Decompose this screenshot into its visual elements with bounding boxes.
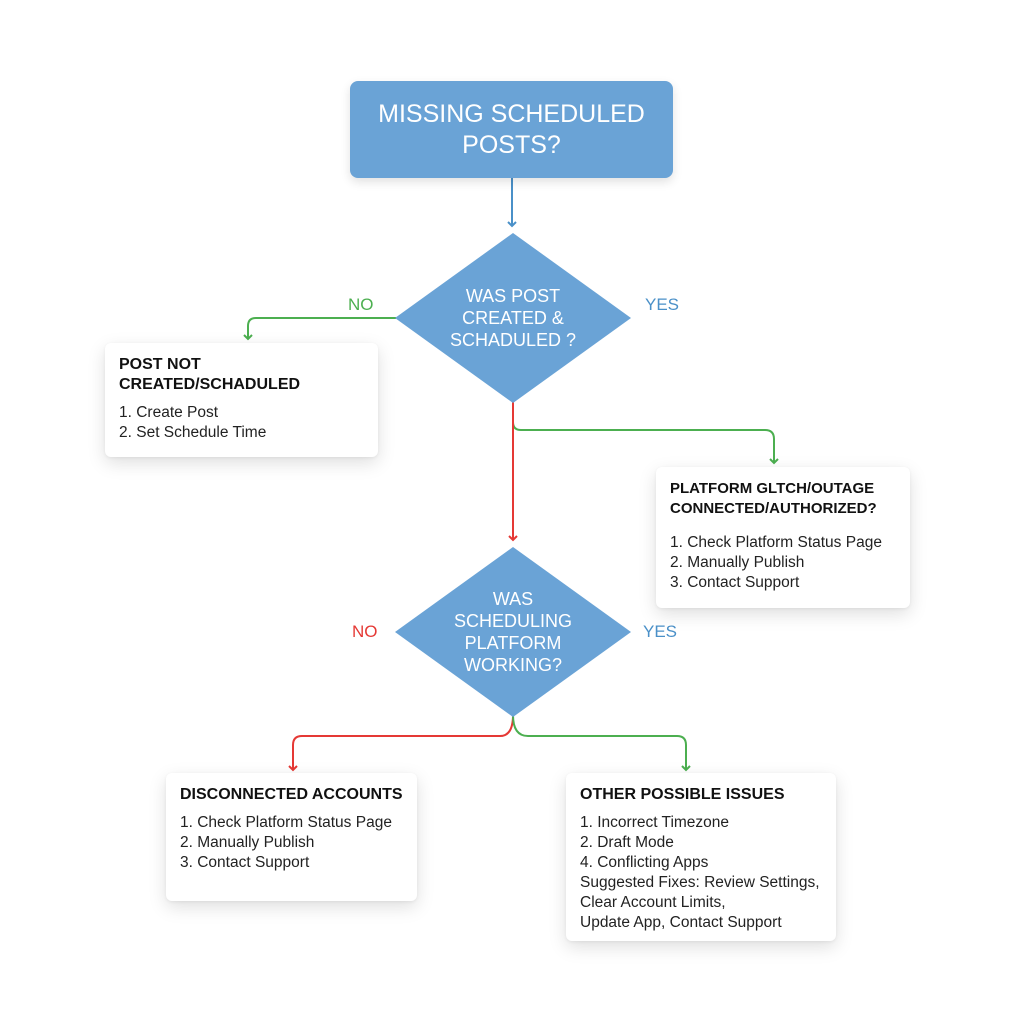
decision1-no-label: NO: [348, 295, 374, 314]
decision2-no-label: NO: [352, 622, 378, 641]
list-item: 2. Draft Mode: [580, 834, 674, 851]
card-title: Platform Gltch/Outage Connected/Authoriz…: [670, 480, 877, 517]
arrow-decision2-to-disconnected: [288, 714, 514, 772]
list-item: 2. Manually Publish: [670, 554, 805, 571]
list-item: 1. Incorrect Timezone: [580, 814, 730, 831]
card-step-list: 1. Check Platform Status Page 2. Manuall…: [180, 813, 403, 873]
list-item: Suggested Fixes: Review Settings,: [580, 874, 820, 891]
list-item: 1. Check Platform Status Page: [670, 534, 882, 551]
decision1-yes-label: YES: [645, 295, 680, 314]
decision2-text: Was Scheduling Platform Working?: [453, 589, 573, 675]
decision-diamond-1: [395, 233, 631, 403]
card-title: Other Possible Issues: [580, 786, 785, 803]
list-item: 1. Check Platform Status Page: [180, 814, 392, 831]
card-step-list: 1. Incorrect Timezone 2. Draft Mode 4. C…: [580, 813, 822, 933]
arrow-decision1-no: [243, 317, 396, 341]
start-node-text: Missing Scheduled Posts?: [378, 99, 645, 159]
list-item: 3. Contact Support: [180, 854, 310, 871]
list-item: 2. Manually Publish: [180, 834, 315, 851]
decision2-yes-label: YES: [643, 622, 678, 641]
list-item: Clear Account Limits,: [580, 894, 726, 911]
card-post-not-created: Post Not Created/Schaduled 1. Create Pos…: [105, 343, 378, 457]
list-item: Update App, Contact Support: [580, 914, 782, 931]
list-item: 1. Create Post: [119, 404, 219, 421]
card-step-list: 1. Create Post 2. Set Schedule Time: [119, 403, 364, 443]
list-item: 2. Set Schedule Time: [119, 424, 267, 441]
card-platform-glitch: Platform Gltch/Outage Connected/Authoriz…: [656, 467, 910, 608]
decision-diamond-2: [395, 547, 631, 717]
list-item: 3. Contact Support: [670, 574, 800, 591]
card-title: Disconnected Accounts: [180, 786, 403, 803]
list-item: 4. Conflicting Apps: [580, 854, 709, 871]
decision1-text: Was Post Created & Schaduled ?: [449, 286, 577, 350]
start-node: Missing Scheduled Posts?: [350, 81, 673, 178]
card-other-possible-issues: Other Possible Issues 1. Incorrect Timez…: [566, 773, 836, 941]
arrow-decision2-to-other-issues: [512, 714, 691, 772]
card-step-list: 1. Check Platform Status Page 2. Manuall…: [670, 533, 896, 593]
card-disconnected-accounts: Disconnected Accounts 1. Check Platform …: [166, 773, 417, 901]
card-title: Post Not Created/Schaduled: [119, 356, 301, 393]
arrow-decision1-to-platform-card: [512, 400, 779, 465]
